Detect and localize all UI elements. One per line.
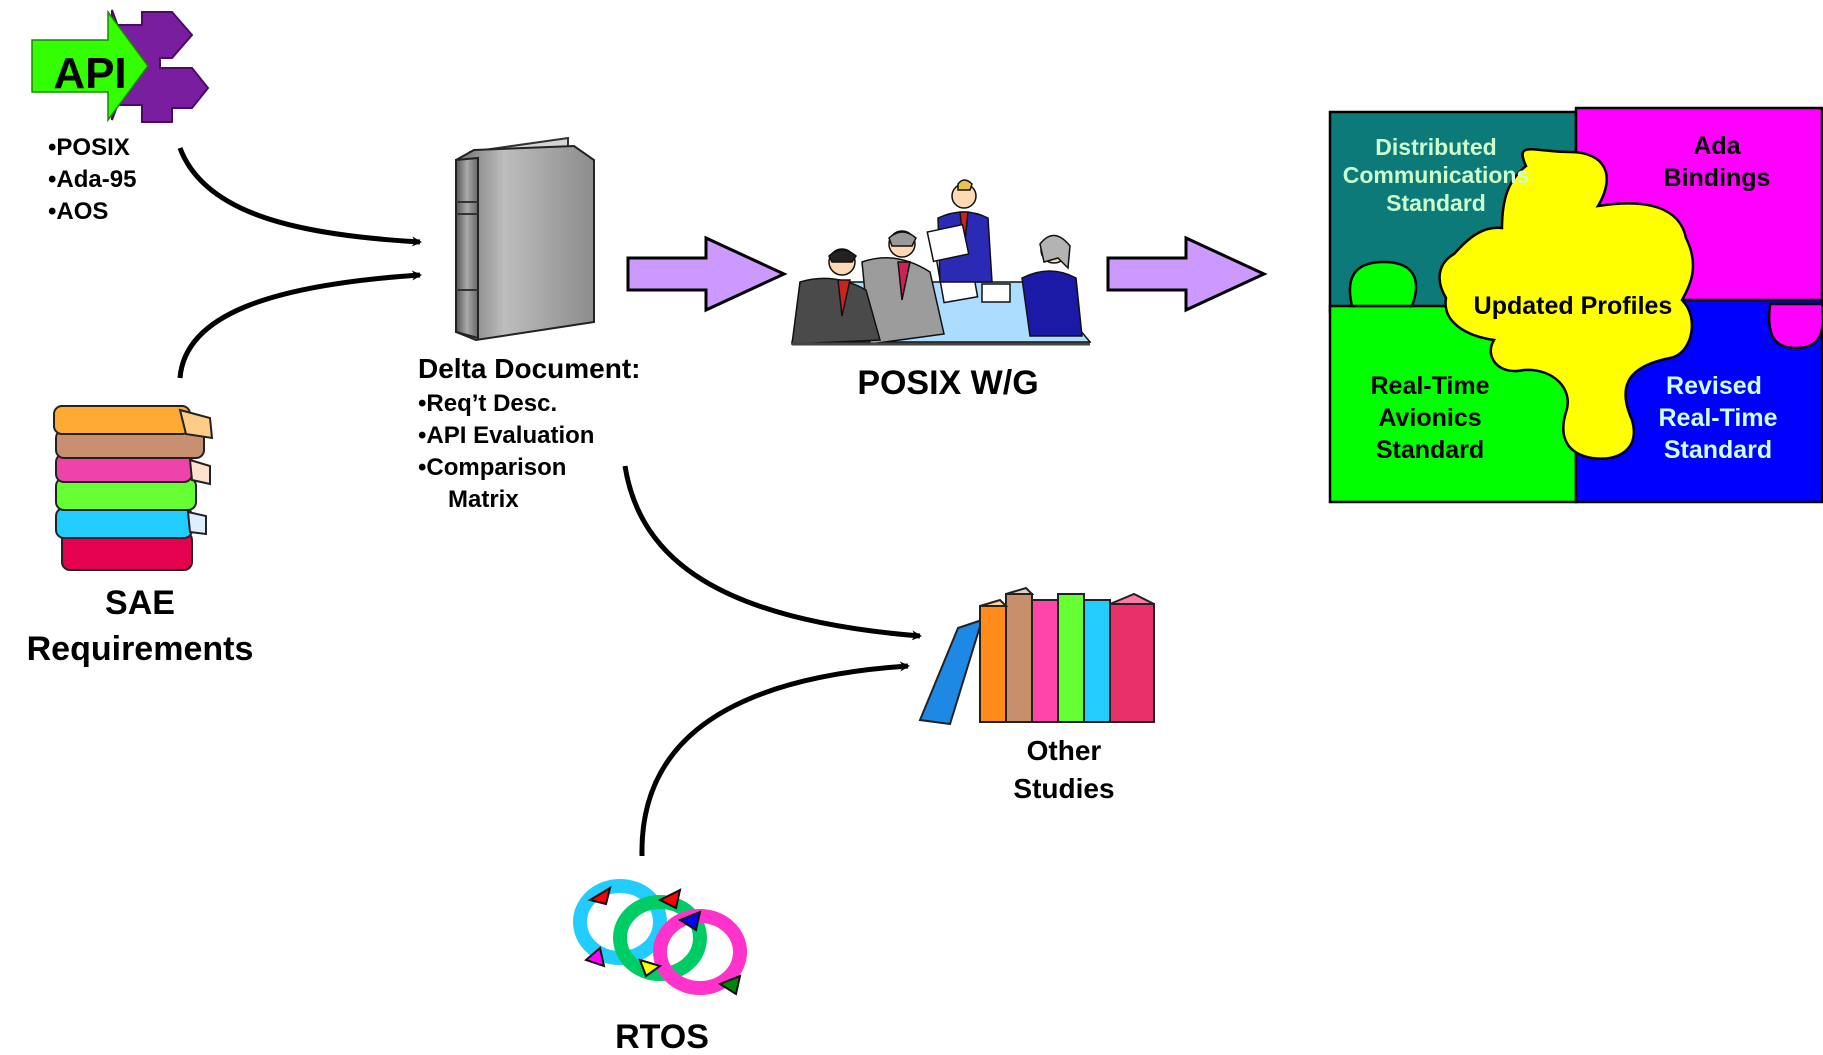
puzzle-distributed-line2: Communications — [1343, 162, 1530, 188]
delta-document-text: Delta Document: •Req’t Desc. •API Evalua… — [418, 353, 640, 513]
puzzle-updated-profiles: Updated Profiles — [1474, 292, 1673, 320]
api-badge-text: API — [53, 49, 126, 98]
delta-item-api-eval: •API Evaluation — [418, 422, 594, 449]
puzzle-realtime-avionics-line2: Avionics — [1378, 404, 1481, 432]
puzzle-ada-line1: Ada — [1693, 132, 1741, 160]
puzzle-distributed-line3: Standard — [1386, 190, 1486, 216]
posix-wg-label: POSIX W/G — [857, 364, 1038, 402]
puzzle-revised-line1: Revised — [1666, 372, 1762, 400]
api-item-posix: •POSIX — [48, 134, 130, 161]
puzzle-realtime-avionics-line3: Standard — [1376, 436, 1484, 464]
api-item-ada95: •Ada-95 — [48, 166, 136, 193]
rtos-label: RTOS — [615, 1018, 709, 1055]
bookshelf-icon — [918, 586, 1155, 726]
puzzle-ada-line2: Bindings — [1664, 164, 1771, 192]
delta-item-reqt: •Req’t Desc. — [418, 390, 557, 417]
book-stack-icon — [53, 405, 214, 571]
api-item-aos: •AOS — [48, 198, 108, 225]
sae-label-line2: Requirements — [27, 630, 254, 668]
closed-book-icon — [455, 136, 595, 342]
api-list: •POSIX •Ada-95 •AOS — [48, 134, 136, 225]
arrow-rtos-to-other-studies — [639, 661, 910, 857]
arrow-delta-to-other-studies — [622, 465, 922, 641]
puzzle-realtime-avionics-line1: Real-Time — [1370, 372, 1489, 400]
other-studies-line2: Studies — [1013, 773, 1114, 804]
meeting-icon — [790, 179, 1092, 346]
puzzle-icon — [1328, 106, 1823, 504]
puzzle-revised-line3: Standard — [1664, 436, 1772, 464]
puzzle-revised-line2: Real-Time — [1658, 404, 1777, 432]
arrow-sae-to-delta — [177, 270, 422, 379]
sae-label-line1: SAE — [105, 584, 175, 622]
rtos-arrows-icon — [573, 879, 747, 996]
block-arrow-posix-to-profiles — [1106, 235, 1268, 313]
delta-title: Delta Document: — [418, 353, 640, 384]
delta-item-comparison: •Comparison — [418, 454, 566, 481]
delta-item-matrix: Matrix — [448, 486, 519, 513]
other-studies-line1: Other — [1027, 735, 1102, 766]
puzzle-labels: Distributed Communications Standard Ada … — [1343, 132, 1778, 464]
arrow-api-to-delta — [177, 147, 422, 247]
api-icon: API — [31, 9, 210, 123]
block-arrow-delta-to-posix — [626, 235, 788, 313]
puzzle-distributed-line1: Distributed — [1375, 134, 1496, 160]
